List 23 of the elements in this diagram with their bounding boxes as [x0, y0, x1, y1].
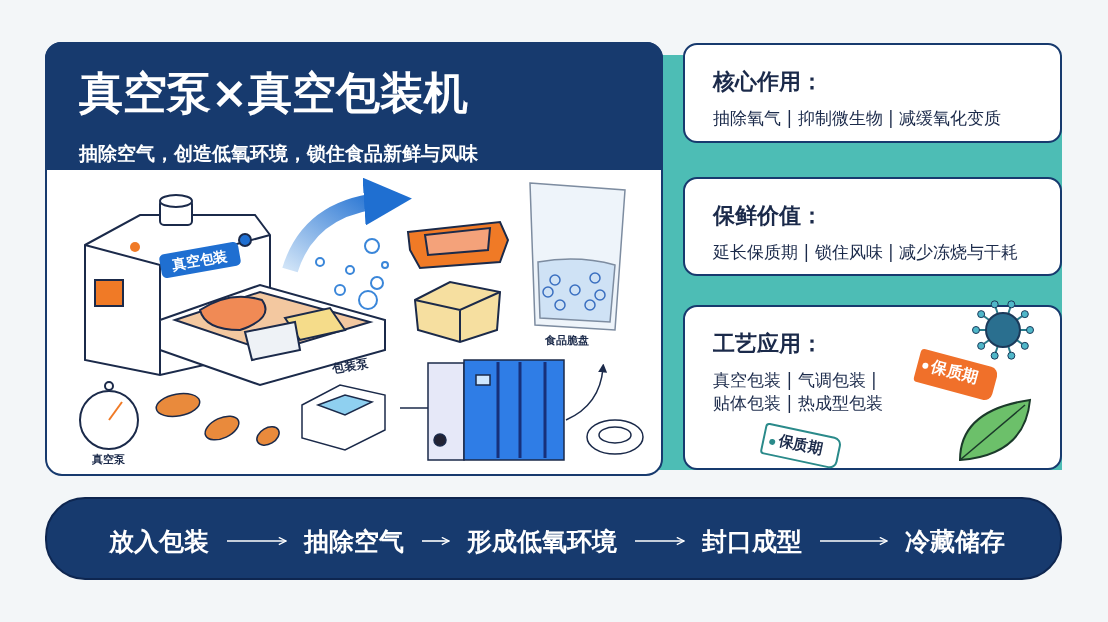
- step-label: 抽除空气: [304, 525, 404, 558]
- part-label: 真空包装: [170, 247, 230, 275]
- arrow: [634, 536, 685, 546]
- step-label: 封口成型: [702, 525, 802, 558]
- arrow: [226, 536, 287, 546]
- card-text: 真空包装 | 气调包装 | 贴体包装 | 热成型包装: [713, 368, 884, 415]
- part-label: 包装泵: [330, 355, 370, 378]
- card-text: 抽除氧气 | 抑制微生物 | 减缓氧化变质: [713, 106, 1003, 130]
- step-label: 放入包装: [109, 525, 209, 558]
- card-text: 延长保质期 | 锁住风味 | 减少冻烧与干耗: [713, 240, 1020, 264]
- tag-text: 保质期: [776, 431, 826, 461]
- card-heading: 核心作用：: [713, 68, 824, 96]
- tag-text: 保质期: [928, 356, 982, 390]
- step-label: 形成低氧环境: [467, 525, 617, 558]
- part-label: 真空泵: [92, 452, 125, 467]
- header-text: 抽除空气，创造低氧环境，锁住食品新鲜与风味: [79, 141, 479, 166]
- arrow: [819, 536, 888, 546]
- step-label: 冷藏储存: [905, 525, 1005, 558]
- part-label: 食品脆盘: [545, 333, 589, 348]
- card-heading: 保鲜价值：: [713, 202, 824, 230]
- card-heading: 工艺应用：: [713, 330, 824, 358]
- arrow: [421, 536, 450, 546]
- header-heading: 真空泵×真空包装机: [79, 66, 469, 120]
